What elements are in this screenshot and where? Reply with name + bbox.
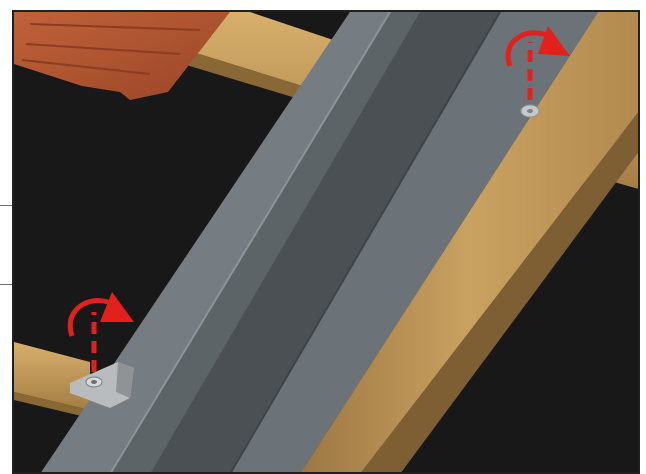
screw-top-head	[527, 109, 533, 113]
screw-bottom-head	[91, 380, 97, 384]
